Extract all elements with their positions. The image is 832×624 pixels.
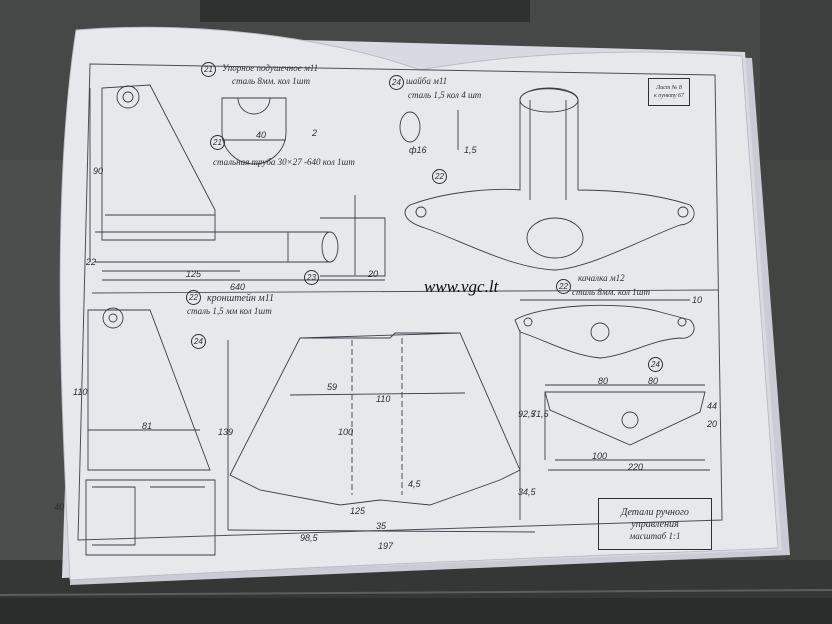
bubble-21: 21 xyxy=(201,62,216,77)
dim-125: 125 xyxy=(186,269,202,279)
watermark: www.vgc.lt xyxy=(424,277,499,296)
bubble-22: 22 xyxy=(432,169,447,184)
part-21b-title: кронштейн м11 xyxy=(207,293,274,304)
title-block: Детали ручного управления масштаб 1:1 xyxy=(598,498,712,550)
dim-4-5: 4,5 xyxy=(408,479,421,489)
title-line-1: Детали ручного xyxy=(621,506,689,518)
dim-10: 10 xyxy=(692,295,703,305)
part-21-material: сталь 8мм. кол 1шт xyxy=(232,76,310,86)
bubble-21-c: 22 xyxy=(186,290,201,305)
dim-80-b: 80 xyxy=(648,376,659,386)
title-line-2: управления xyxy=(631,518,679,530)
dim-100-b: 100 xyxy=(592,451,608,461)
metal-block xyxy=(200,0,530,22)
part-22-title: качалка м12 xyxy=(578,273,625,283)
dim-40-b: 40 xyxy=(54,502,65,512)
dim-20-b: 20 xyxy=(707,419,718,429)
paper-sheet xyxy=(59,26,779,581)
bubble-24-c: 24 xyxy=(191,334,206,349)
dim-71-5: 71,5 xyxy=(531,409,549,419)
part-24-material: сталь 1,5 кол 4 шт xyxy=(408,90,482,100)
dim-1-5: 1,5 xyxy=(464,145,477,155)
part-22-material: сталь 8мм. кол 1шт xyxy=(572,287,650,297)
bubble-24: 24 xyxy=(389,75,404,90)
dim-12-5: 125 xyxy=(350,506,366,516)
dim-110: 110 xyxy=(376,394,391,404)
dim-2: 2 xyxy=(312,128,318,138)
title-line-3: масштаб 1:1 xyxy=(629,530,681,541)
dim-22: 22 xyxy=(86,257,97,267)
dim-40: 40 xyxy=(256,130,267,140)
stamp-line-1: Лист № 8 xyxy=(656,85,682,91)
bubble-22-b: 22 xyxy=(556,279,571,294)
bubble-23: 23 xyxy=(304,270,319,285)
pipe-label: стальная труба 30×27 -640 кол 1шт xyxy=(213,157,355,167)
dim-20: 20 xyxy=(368,269,379,279)
dim-98-5: 98,5 xyxy=(300,533,318,543)
dim-59: 59 xyxy=(327,382,338,392)
bubble-24-b: 24 xyxy=(648,357,663,372)
dim-35: 35 xyxy=(376,521,387,531)
part-21b-material: сталь 1,5 мм кол 1шт xyxy=(187,306,272,316)
dim-100: 100 xyxy=(338,427,354,437)
dim-139: 139 xyxy=(218,427,234,437)
dim-640: 640 xyxy=(230,282,246,292)
dim-81: 81 xyxy=(142,421,153,431)
dim-44: 44 xyxy=(707,401,718,411)
dim-16: ф16 xyxy=(409,145,427,155)
part-24-title: шайба м11 xyxy=(406,76,448,86)
bubble-21-b: 21 xyxy=(210,135,225,150)
dim-220: 220 xyxy=(628,462,644,472)
dim-92-5: 92,5 xyxy=(518,409,536,419)
dim-90: 90 xyxy=(93,166,104,176)
dim-110-b: 110 xyxy=(73,387,88,397)
dim-197: 197 xyxy=(378,541,394,551)
corner-stamp: Лист № 8 к пункту 67 xyxy=(648,78,690,106)
stamp-line-2: к пункту 67 xyxy=(653,93,685,99)
part-21-title: Упорное подушечное м11 xyxy=(222,63,319,73)
dim-34-5: 34,5 xyxy=(518,487,536,497)
dim-80-a: 80 xyxy=(598,376,609,386)
